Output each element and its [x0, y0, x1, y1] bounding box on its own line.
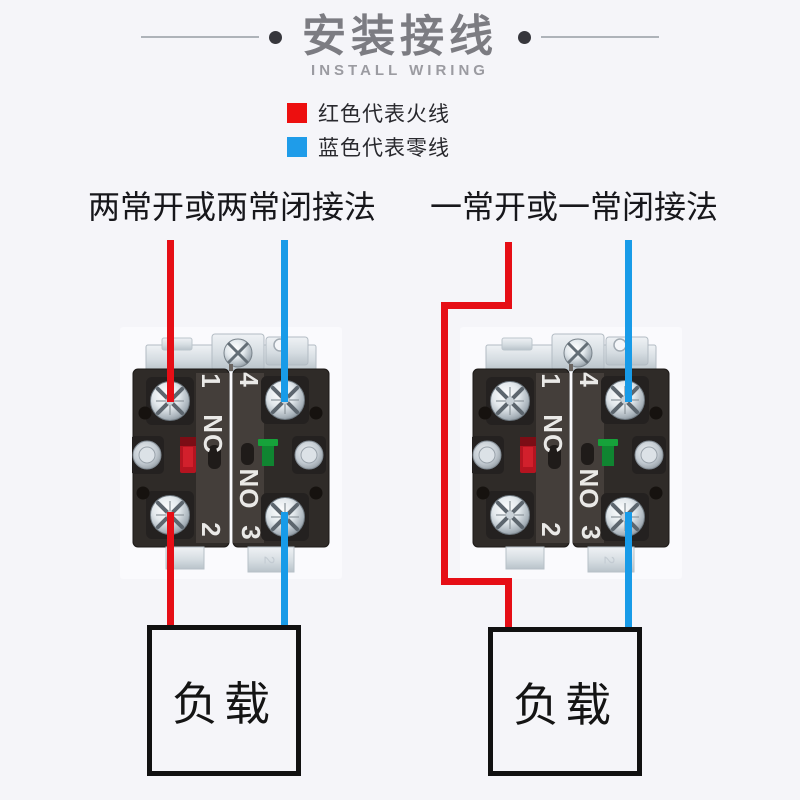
- terminal-label-2: 2: [536, 522, 566, 537]
- live-wire-right-bottom: [505, 578, 512, 628]
- terminal-label-3: 3: [236, 525, 266, 540]
- live-wire-right-elbow-bottom: [441, 578, 512, 585]
- section-label-double-contact: 两常开或两常闭接法: [88, 189, 377, 225]
- no-indicator-green: [258, 439, 278, 466]
- neutral-wire-swatch: [287, 137, 307, 157]
- neutral-wire-left-bottom: [281, 512, 288, 630]
- terminal-label-2: 2: [196, 522, 226, 537]
- switch-photo-left: 1 NC 2 4 NO 3 2: [132, 333, 330, 573]
- neutral-wire-right-top: [625, 240, 632, 402]
- terminal-label-4: 4: [574, 372, 604, 387]
- terminal-1-screw: [484, 375, 536, 427]
- live-wire-left-top: [167, 240, 174, 402]
- section-label-single-contact: 一常开或一常闭接法: [430, 189, 719, 225]
- title-line-right: [541, 36, 659, 38]
- live-wire-swatch: [287, 103, 307, 123]
- side-stud-left: [472, 435, 505, 475]
- title-row: 安装接线: [0, 10, 800, 64]
- neutral-wire-left-top: [281, 240, 288, 402]
- contact-label-nc: NC: [198, 414, 228, 454]
- bottom-tabs: 2: [165, 546, 295, 573]
- legend-label-neutral: 蓝色代表零线: [318, 137, 450, 160]
- live-wire-left-bottom: [167, 512, 174, 628]
- page-title: 安装接线: [302, 12, 498, 61]
- side-stud-left: [132, 435, 165, 475]
- stamp-digit: 2: [261, 556, 278, 564]
- bracket-screw-icon: [562, 337, 594, 369]
- nc-indicator-red: [180, 437, 196, 473]
- live-wire-right-bypass: [441, 302, 448, 585]
- load-label-left: 负载: [172, 677, 276, 730]
- bottom-tabs: 2: [505, 546, 635, 573]
- nc-indicator-red: [520, 437, 536, 473]
- terminal-label-1: 1: [196, 373, 226, 388]
- title-dot-right: [518, 30, 531, 44]
- terminal-label-1: 1: [536, 373, 566, 388]
- page-subtitle: INSTALL WIRING: [311, 62, 489, 79]
- title-dot-left: [269, 30, 282, 44]
- neutral-wire-right-bottom: [625, 512, 632, 630]
- stamp-digit: 2: [601, 556, 618, 564]
- legend-item-live: 红色代表火线: [287, 103, 450, 126]
- load-box-right: 负载: [488, 627, 642, 776]
- live-wire-right-elbow-top: [441, 302, 512, 309]
- contact-label-no: NO: [574, 469, 604, 510]
- title-line-left: [141, 36, 259, 38]
- contact-label-nc: NC: [538, 414, 568, 454]
- load-label-right: 负载: [513, 678, 617, 731]
- switch-photo-right: 1 NC 2 4 NO 3 2: [472, 333, 670, 573]
- contact-label-no: NO: [234, 469, 264, 510]
- bracket-screw-icon: [222, 337, 254, 369]
- legend-item-neutral: 蓝色代表零线: [287, 137, 450, 160]
- no-indicator-green: [598, 439, 618, 466]
- load-box-left: 负载: [147, 625, 301, 776]
- side-stud-right: [291, 435, 327, 475]
- terminal-2-screw: [484, 489, 536, 541]
- wire-color-legend: 红色代表火线 蓝色代表零线: [287, 103, 450, 171]
- side-stud-right: [631, 435, 667, 475]
- live-wire-right-top: [505, 242, 512, 309]
- terminal-label-3: 3: [576, 525, 606, 540]
- legend-label-live: 红色代表火线: [318, 103, 450, 126]
- terminal-label-4: 4: [234, 372, 264, 387]
